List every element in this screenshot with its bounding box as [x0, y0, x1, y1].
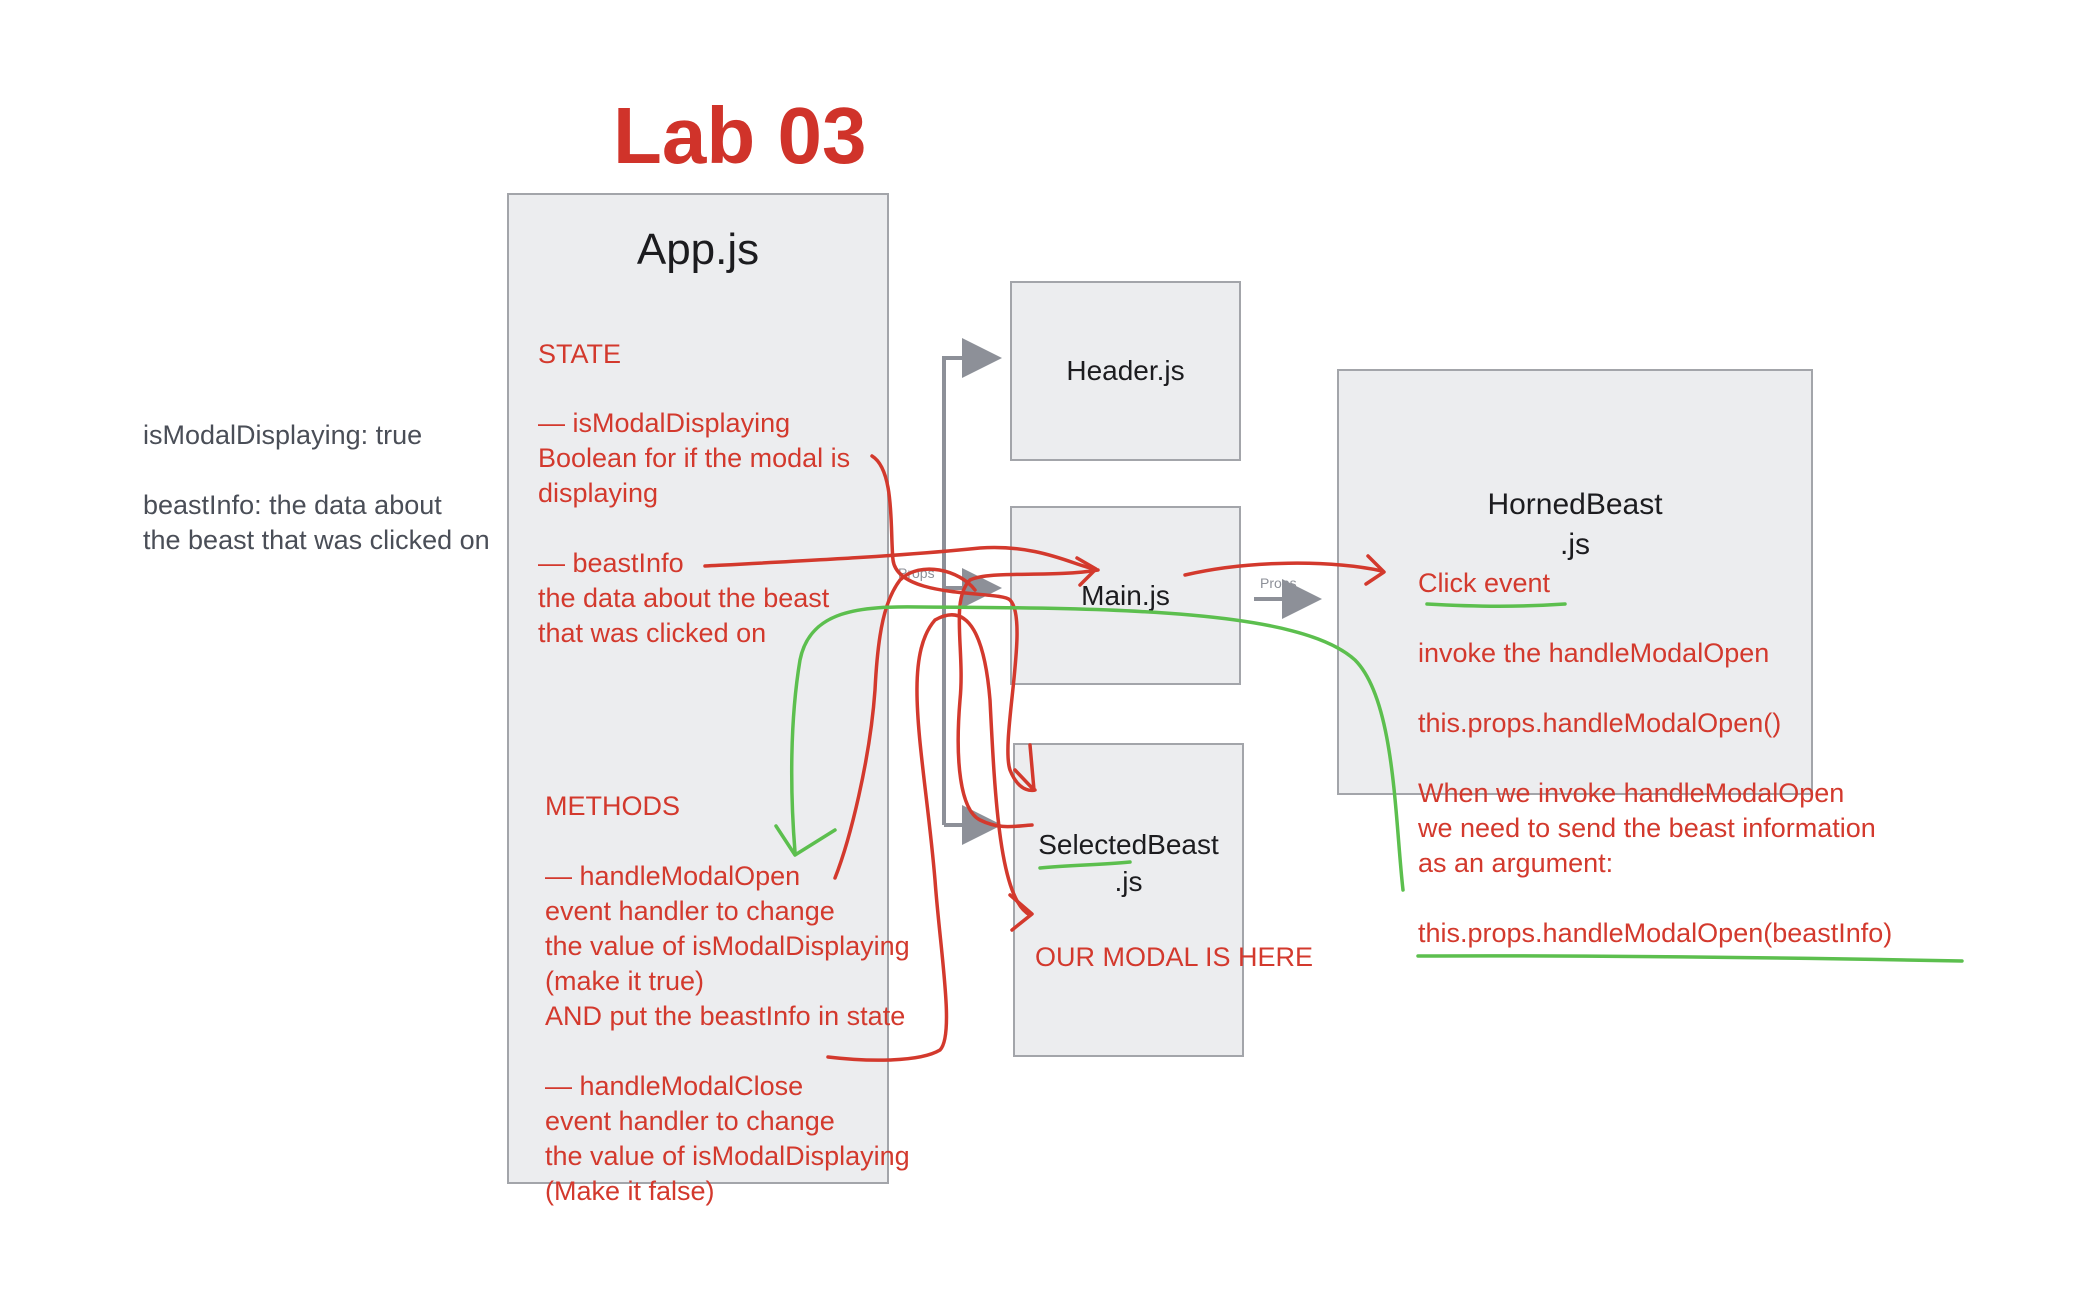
selectedbeast-js-box: SelectedBeast .js	[1013, 743, 1244, 1057]
state-line: — beastInfo	[538, 548, 684, 578]
hornedbeast-js-box: HornedBeast .js	[1337, 369, 1813, 795]
selectedbeast-js-title: SelectedBeast	[1038, 829, 1219, 860]
hornedbeast-line: as an argument:	[1418, 848, 1614, 878]
state-heading: STATE	[538, 339, 622, 369]
connector-to-header	[942, 338, 1002, 825]
app-js-title: App.js	[636, 225, 760, 274]
props-label: Props	[898, 565, 935, 581]
methods-line: the value of isModalDisplaying	[545, 1141, 910, 1171]
state-line: that was clicked on	[538, 618, 767, 648]
green-underline-handlemodalopen	[1416, 954, 1964, 963]
main-js-box: Main.js	[1010, 506, 1241, 685]
side-note-line: isModalDisplaying: true	[143, 420, 423, 450]
methods-heading: METHODS	[545, 791, 680, 821]
side-note-line: beastInfo: the data about	[143, 490, 442, 520]
state-line: — isModalDisplaying	[538, 408, 791, 438]
selectedbeast-js-title-ext: .js	[1114, 866, 1143, 897]
hornedbeast-line: we need to send the beast information	[1418, 813, 1876, 843]
modal-note: OUR MODAL IS HERE	[1035, 942, 1314, 972]
methods-line: event handler to change	[545, 896, 835, 926]
hornedbeast-line: Click event	[1418, 568, 1551, 598]
props-label: Props	[1260, 575, 1297, 591]
main-js-title: Main.js	[1081, 580, 1170, 611]
methods-line: — handleModalClose	[545, 1071, 804, 1101]
hornedbeast-line: invoke the handleModalOpen	[1418, 638, 1770, 668]
methods-line: event handler to change	[545, 1106, 835, 1136]
header-js-box: Header.js	[1010, 281, 1241, 461]
hornedbeast-line: When we invoke handleModalOpen	[1418, 778, 1845, 808]
hornedbeast-line: this.props.handleModalOpen()	[1418, 708, 1782, 738]
state-line: displaying	[538, 478, 659, 508]
side-note-line: the beast that was clicked on	[143, 525, 490, 555]
diagram-title: Lab 03	[613, 91, 867, 180]
header-js-title: Header.js	[1066, 355, 1185, 386]
hornedbeast-js-title-ext: .js	[1560, 528, 1590, 561]
state-line: the data about the beast	[538, 583, 830, 613]
methods-line: (Make it false)	[545, 1176, 715, 1206]
methods-line: AND put the beastInfo in state	[545, 1001, 906, 1031]
methods-line: (make it true)	[545, 966, 705, 996]
state-line: Boolean for if the modal is	[538, 443, 851, 473]
hornedbeast-js-title: HornedBeast	[1487, 488, 1663, 521]
methods-line: the value of isModalDisplaying	[545, 931, 910, 961]
hornedbeast-line: this.props.handleModalOpen(beastInfo)	[1418, 918, 1893, 948]
methods-line: — handleModalOpen	[545, 861, 801, 891]
